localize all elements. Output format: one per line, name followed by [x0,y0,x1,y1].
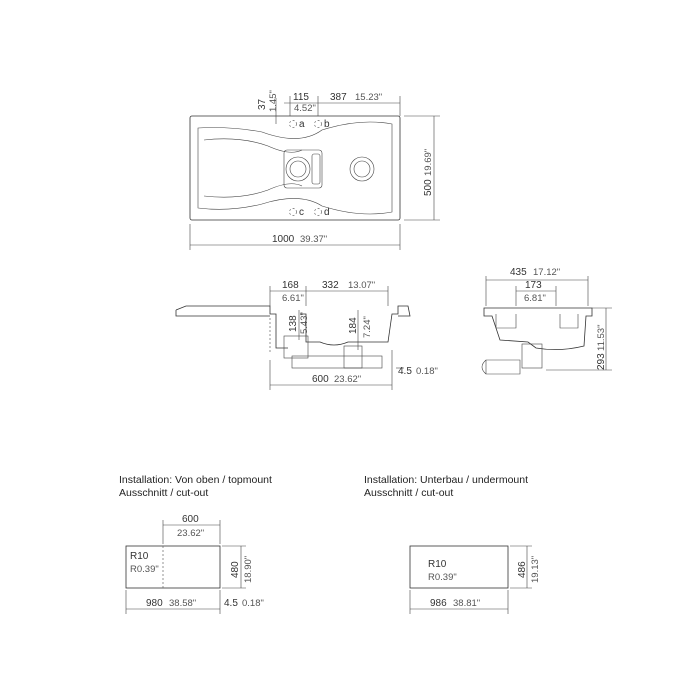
dim-1000-inches: 39.37" [300,234,327,245]
dim-332-value: 332 [322,280,339,291]
topmount-subtitle: Ausschnitt / cut-out [119,487,208,499]
dim-184-inches: 7.24" [362,316,373,338]
undermount-title: Installation: Unterbau / undermount [364,474,528,486]
end-left-flange [495,314,517,329]
topmount-radius-value: R10 [130,551,149,562]
drain-well [283,149,323,189]
drain-circle-right-inner [353,160,371,178]
topmount-cutout-rect [125,545,221,589]
end-right-flange [559,314,579,329]
dim-173-value: 173 [525,280,542,291]
drain-circle-right [349,156,375,182]
dim-45-inches: 0.18" [416,366,438,377]
undermount-subtitle: Ausschnitt / cut-out [364,487,453,499]
dim-435-inches: 17.12" [533,267,560,278]
dim-500-inches: 19.69" [423,149,434,176]
end-outlet-pipe [481,359,521,375]
topmount-title: Installation: Von oben / topmount [119,474,272,486]
tap-hole-b-marker [314,120,322,128]
right-drain-trap [343,345,363,369]
dim-600-inches: 23.62" [334,374,361,385]
tap-hole-c-label: c [299,207,304,218]
drain-circle-left-inner [289,160,307,178]
topmount-dim-45-value: 4.5 [224,598,238,609]
topmount-radius-inches: R0.39" [130,564,159,575]
end-profile [483,307,593,350]
dim-1000-value: 1000 [272,234,295,245]
undermount-cutout-rect [409,545,509,589]
topmount-dim-480-inches: 18.90" [243,556,254,583]
tap-hole-a-marker [289,120,297,128]
sink-outline [189,115,401,221]
dim-115-inches: 4.52" [294,103,316,114]
dim-387-value: 387 [330,92,347,103]
dim-37-inches: 1.45" [268,90,279,112]
tap-hole-d-label: d [324,207,330,218]
undermount-cutout: Installation: Unterbau / undermount Auss… [364,474,541,614]
dim-173-inches: 6.81" [524,293,546,304]
dim-168-inches: 6.61" [282,293,304,304]
topmount-dim-600-inches: 23.62" [177,528,204,539]
dim-293-inches: 11.53" [596,325,607,351]
topmount-dim-600-value: 600 [182,514,199,525]
undermount-dim-986-inches: 38.81" [453,598,480,609]
drainer-groove [203,138,303,198]
topmount-dim-980-value: 980 [146,598,163,609]
bowl-contour [197,121,393,215]
top-view: a b c d 37 1.45" 115 4.52" 387 15.23" 50… [189,90,440,250]
undermount-dim-986-value: 986 [430,598,447,609]
dim-435-value: 435 [510,267,527,278]
dim-293-value: 293 [596,353,607,370]
drain-circle-left [285,156,311,182]
topmount-dim-980-inches: 38.58" [169,598,196,609]
side-profile [175,305,411,349]
topmount-dim-45-inches: 0.18" [242,598,264,609]
tap-hole-b-label: b [324,119,330,130]
end-view: 435 17.12" 173 6.81" 293 11.53" [481,267,612,375]
tap-hole-c-marker [289,208,297,216]
end-drain-trap [521,343,543,369]
undermount-radius-value: R10 [428,559,447,570]
dim-600-value: 600 [312,374,329,385]
dim-138-value: 138 [288,315,299,332]
undermount-radius-inches: R0.39" [428,572,457,583]
overflow-slot [311,153,321,185]
topmount-cutout: Installation: Von oben / topmount Aussch… [119,474,272,614]
tap-hole-a-label: a [299,119,305,130]
dim-500-value: 500 [423,179,434,196]
dim-168-value: 168 [282,280,299,291]
siphon-pipe [291,355,383,369]
dim-45-value: 4.5 [398,366,412,377]
side-view: 168 6.61" 332 13.07" 138 5.43" 184 7.24"… [175,280,438,390]
dim-387-inches: 15.23" [355,92,382,103]
dim-138-inches: 5.43" [299,312,310,334]
left-drain-trap [283,335,309,359]
dim-37-value: 37 [257,98,268,110]
undermount-dim-486-value: 486 [517,561,528,578]
dim-115-value: 115 [293,92,309,103]
dim-332-inches: 13.07" [348,280,375,291]
tap-hole-d-marker [314,208,322,216]
undermount-dim-486-inches: 19.13" [530,556,541,583]
dim-184-value: 184 [348,317,359,334]
topmount-dim-480-value: 480 [230,561,241,578]
